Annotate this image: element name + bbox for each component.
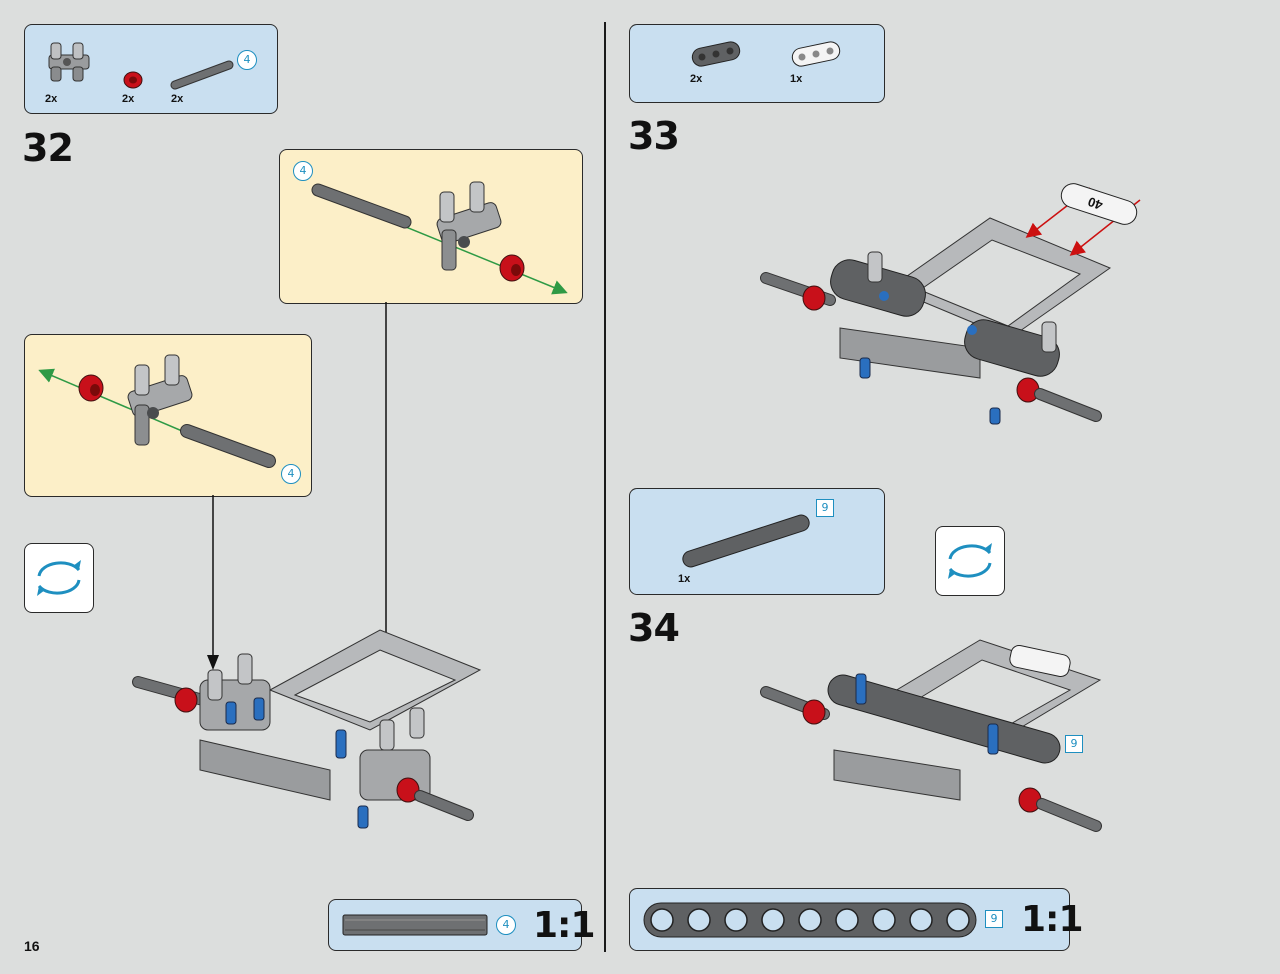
- part-qty: 2x: [690, 73, 703, 85]
- step34-model: [760, 639, 1102, 832]
- part-qty: 1x: [678, 573, 691, 585]
- page-divider: [604, 22, 606, 952]
- axle-4-icon: [170, 60, 234, 90]
- part-qty: 2x: [171, 93, 184, 105]
- step33-model: [760, 183, 1141, 425]
- step32-callout-left: 4: [24, 334, 312, 497]
- axle-length-label: 4: [237, 50, 257, 70]
- red-bush-icon: [123, 71, 143, 89]
- axle-length-label: 4: [293, 161, 313, 181]
- assembly-illustration: [38, 354, 276, 468]
- step32-parts-list: 2x 2x 2x 4: [24, 24, 278, 114]
- step32-model: [132, 629, 482, 829]
- assembly-illustration: [311, 181, 568, 295]
- step-number: 33: [628, 114, 680, 158]
- dark-beam-3-icon: [691, 41, 741, 67]
- scale-label: 1:1: [533, 905, 595, 946]
- step-number: 32: [22, 126, 74, 170]
- white-beam-3-icon: [791, 41, 841, 67]
- axle-length-label: 4: [281, 464, 301, 484]
- dark-beam-9-icon: [682, 514, 810, 568]
- step33-parts-list: 2x 1x: [629, 24, 885, 103]
- step34-scale-box: 9 1:1: [629, 888, 1083, 951]
- part-qty: 1x: [790, 73, 803, 85]
- axle-scale-icon: [342, 914, 488, 936]
- step32-callout-top: 4: [279, 149, 583, 304]
- beam-scale-icon: [643, 902, 977, 938]
- rotate-arrows-icon: [37, 560, 81, 596]
- beam-length-label: 9: [1065, 735, 1083, 753]
- beam-length-label: 9: [985, 910, 1003, 928]
- rotate-arrows-icon: [948, 543, 992, 579]
- beam-length-label: 9: [816, 499, 834, 517]
- connector-block-icon: [48, 42, 90, 82]
- step32-scale-box: 4 1:1: [328, 899, 595, 951]
- part-qty: 2x: [122, 93, 135, 105]
- part-qty: 2x: [45, 93, 58, 105]
- page-number: 16: [24, 938, 40, 954]
- rotate-model-icon: [24, 543, 94, 613]
- rotate-model-icon: [935, 526, 1005, 596]
- scale-label: 1:1: [1021, 899, 1083, 940]
- step-number: 34: [628, 606, 680, 650]
- axle-length-label: 4: [496, 915, 516, 935]
- step34-parts-list: 9 1x: [629, 488, 885, 595]
